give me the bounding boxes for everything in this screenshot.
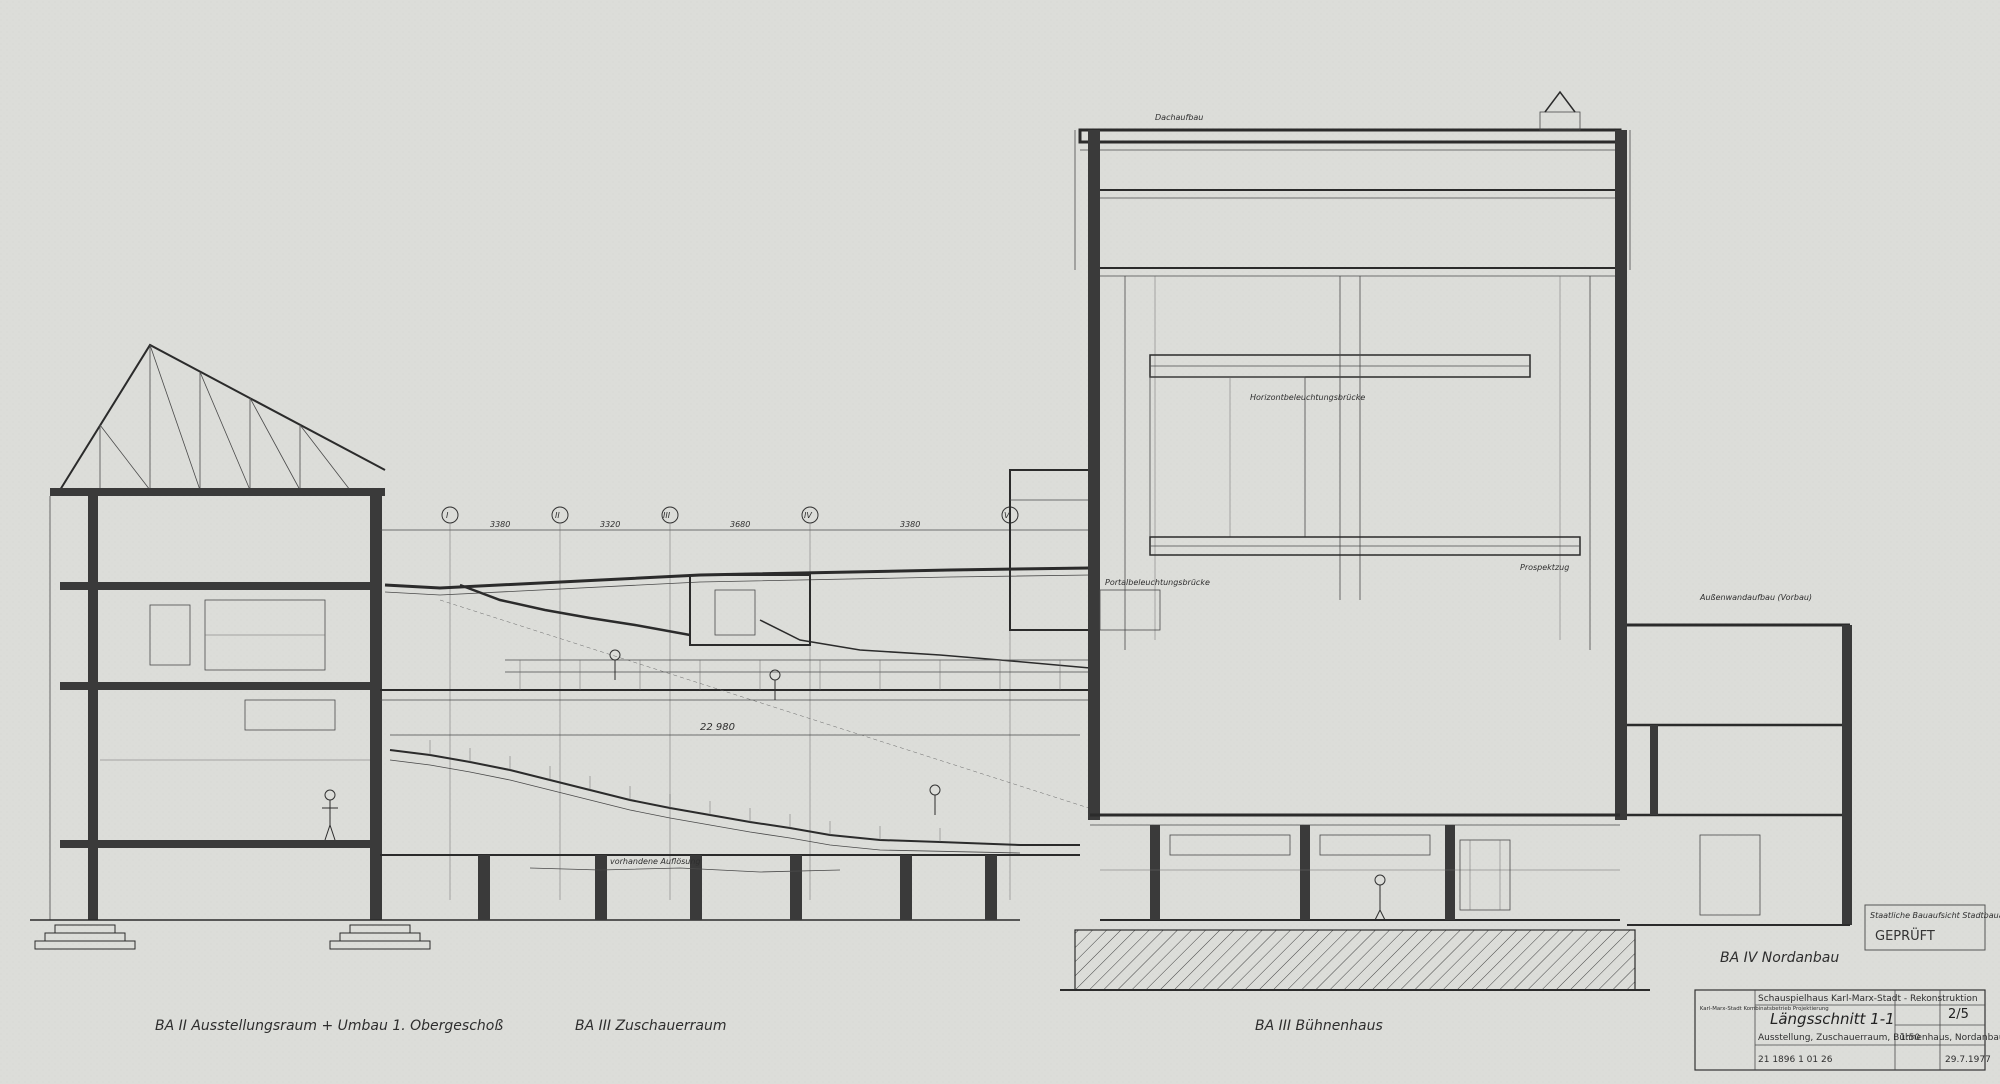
caption-middle: BA III Zuschauerraum [575, 1018, 726, 1034]
note-existing-dissolution: vorhandene Auflösung [610, 857, 701, 866]
title-date: 29.7.1977 [1945, 1055, 1991, 1065]
caption-left: BA II Ausstellungsraum + Umbau 1. Oberge… [155, 1018, 503, 1034]
exhibition-building [30, 343, 1020, 950]
person-icon [1374, 874, 1386, 921]
person-icon [322, 789, 338, 841]
dim-1: 3380 [490, 520, 510, 529]
title-drawing-no: 21 1896 1 01 26 [1758, 1055, 1833, 1065]
auditorium: I II III IV V 3380 3320 3680 3380 [380, 469, 1096, 920]
title-office: Karl-Marx-Stadt Kombinatsbetrieb Projekt… [1700, 1006, 1829, 1012]
dim-2: 3320 [600, 520, 620, 529]
seat-rows [429, 740, 941, 842]
axis-label-1: I [446, 511, 449, 520]
approval-stamp: Staatliche Bauaufsicht Stadtbauamt GEPRÜ… [1864, 904, 2000, 951]
north-annex: Außenwandaufbau (Vorbau) [1627, 593, 1852, 926]
stamp-label: GEPRÜFT [1875, 927, 1935, 944]
note-outer-wall: Außenwandaufbau (Vorbau) [1699, 593, 1812, 602]
title-scale: 1:50 [1900, 1033, 1920, 1043]
person-icon [929, 784, 941, 815]
dim-total: 22 980 [700, 722, 735, 733]
note-horizon-bridge: Horizontbeleuchtungsbrücke [1250, 393, 1365, 402]
dim-4: 3380 [900, 520, 920, 529]
axis-label-3: III [663, 511, 671, 520]
person-icon [609, 649, 621, 680]
title-block: Karl-Marx-Stadt Kombinatsbetrieb Projekt… [1694, 989, 2000, 1071]
balcony-rail-posts [519, 660, 1061, 690]
title-subtitle: Ausstellung, Zuschauerraum, Bühnenhaus, … [1758, 1033, 2000, 1043]
title-drawing: Längsschnitt 1-1 [1770, 1010, 1895, 1028]
stage-house: Horizontbeleuchtungsbrücke Prospektzug P… [1060, 90, 1650, 991]
note-roof-build-up: Dachaufbau [1155, 113, 1203, 122]
note-prospect-hoist: Prospektzug [1520, 563, 1569, 572]
title-project: Schauspielhaus Karl-Marx-Stadt - Rekonst… [1758, 994, 1978, 1004]
person-icon [769, 669, 781, 700]
note-portal-bridge: Portalbeleuchtungsbrücke [1105, 578, 1210, 587]
axis-label-2: II [555, 511, 560, 520]
stamp-authority: Staatliche Bauaufsicht Stadtbauamt [1870, 911, 2000, 920]
axis-label-4: IV [804, 511, 812, 520]
caption-north: BA IV Nordanbau [1720, 950, 1839, 966]
axis-label-5: V [1004, 511, 1010, 520]
caption-right: BA III Bühnenhaus [1255, 1018, 1383, 1034]
dim-3: 3680 [730, 520, 750, 529]
title-sheet-number: 2/5 [1948, 1007, 1969, 1022]
